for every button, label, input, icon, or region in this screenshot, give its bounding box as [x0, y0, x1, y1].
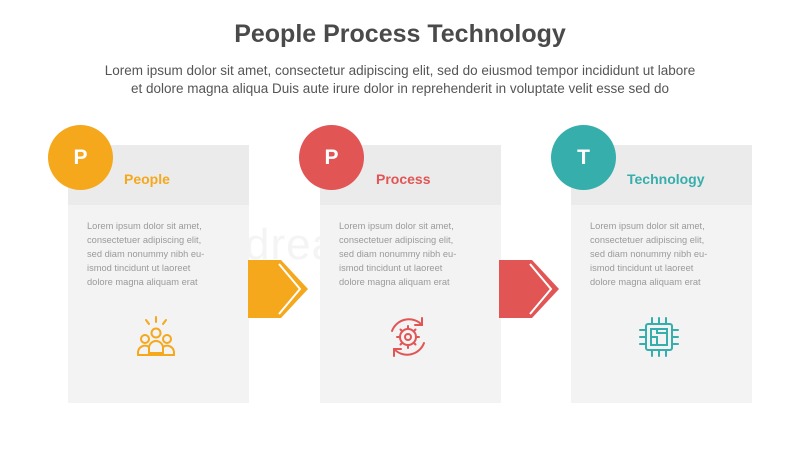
circle-badge-people: P — [48, 125, 113, 190]
circle-badge-process: P — [299, 125, 364, 190]
card-process: Process Lorem ipsum dolor sit amet, cons… — [320, 145, 501, 403]
card-body-line: consectetuer adipiscing elit, — [339, 235, 454, 245]
people-group-icon — [137, 316, 175, 356]
subtitle-line-1: Lorem ipsum dolor sit amet, consectetur … — [104, 63, 696, 78]
card-body-line: dolore magna aliquam erat — [590, 277, 701, 287]
card-body-line: dolore magna aliquam erat — [87, 277, 198, 287]
card-body-technology: Lorem ipsum dolor sit amet, consectetuer… — [590, 219, 742, 289]
card-body-line: ismod tincidunt ut laoreet — [590, 263, 694, 273]
chevron-right-icon — [499, 260, 559, 318]
card-body-line: consectetuer adipiscing elit, — [590, 235, 705, 245]
chevron-right-icon — [248, 260, 308, 318]
gear-cycle-icon — [391, 317, 425, 357]
card-body-line: dolore magna aliquam erat — [339, 277, 450, 287]
chip-icon — [639, 317, 679, 357]
card-body-line: consectetuer adipiscing elit, — [87, 235, 202, 245]
card-body-line: Lorem ipsum dolor sit amet, — [87, 221, 202, 231]
card-body-people: Lorem ipsum dolor sit amet, consectetuer… — [87, 219, 239, 289]
card-label-technology: Technology — [627, 171, 705, 187]
circle-badge-technology: T — [551, 125, 616, 190]
card-people: People Lorem ipsum dolor sit amet, conse… — [68, 145, 249, 403]
card-label-process: Process — [376, 171, 431, 187]
card-label-people: People — [124, 171, 170, 187]
card-body-line: ismod tincidunt ut laoreet — [339, 263, 443, 273]
card-body-line: ismod tincidunt ut laoreet — [87, 263, 191, 273]
page-subtitle: Lorem ipsum dolor sit amet, consectetur … — [30, 62, 770, 98]
card-body-process: Lorem ipsum dolor sit amet, consectetuer… — [339, 219, 491, 289]
card-body-line: sed diam nonummy nibh eu- — [339, 249, 457, 259]
card-body-line: Lorem ipsum dolor sit amet, — [590, 221, 705, 231]
subtitle-line-2: et dolore magna aliqua Duis aute irure d… — [130, 81, 670, 96]
card-body-line: Lorem ipsum dolor sit amet, — [339, 221, 454, 231]
card-body-line: sed diam nonummy nibh eu- — [87, 249, 205, 259]
page-title: People Process Technology — [234, 20, 566, 48]
card-body-line: sed diam nonummy nibh eu- — [590, 249, 708, 259]
